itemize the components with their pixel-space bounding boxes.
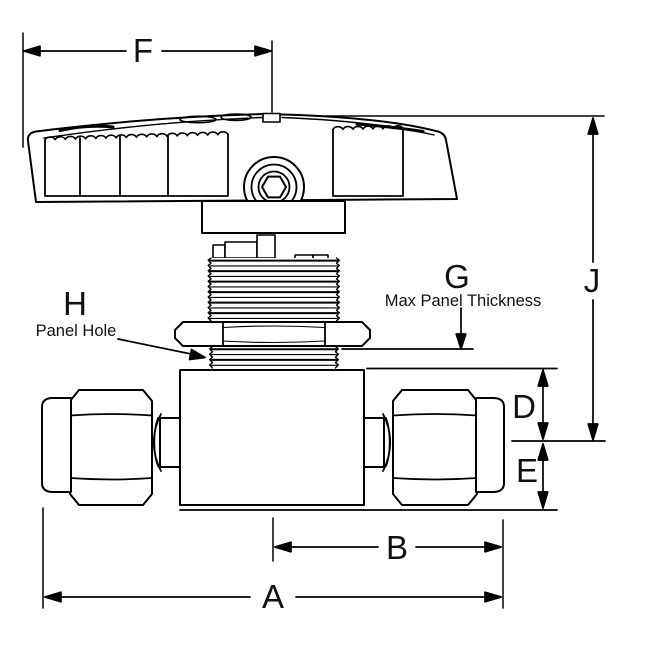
- handle-top-accent-right: [355, 122, 425, 133]
- dim-a-arrow-left: [44, 591, 62, 603]
- dim-b-arrow-right: [484, 541, 502, 553]
- right-fitting-nut: [392, 389, 478, 506]
- gland-step: [256, 234, 276, 259]
- left-fitting-tube: [159, 417, 181, 468]
- dim-d: [537, 369, 549, 440]
- dim-g-note: Max Panel Thickness: [385, 292, 542, 310]
- dim-b: [272, 517, 502, 562]
- dim-j-height: [324, 115, 605, 441]
- right-fitting-tube: [363, 417, 385, 468]
- left-fitting-nut: [69, 389, 153, 506]
- thread-crest-right: [335, 257, 340, 322]
- handle: [26, 112, 458, 203]
- dim-h-panel-hole: [117, 338, 206, 361]
- dim-g-max-panel-thickness: [455, 307, 467, 350]
- right-fitting-end-cap: [475, 397, 505, 493]
- panel-nut-faces: [222, 321, 326, 347]
- dim-g-arrow: [455, 333, 467, 350]
- packing-gland: [212, 234, 329, 261]
- gland-step: [212, 244, 226, 259]
- dim-f-width: [22, 32, 273, 148]
- dim-e-arrow-top: [537, 443, 549, 461]
- right-fitting-nut-faces: [392, 413, 478, 481]
- knurl-dividers: [79, 134, 169, 197]
- handle-knurl-left: [44, 131, 229, 197]
- gland-step: [224, 241, 258, 259]
- thread-crest-right: [334, 345, 339, 369]
- knurl-outline: [44, 133, 229, 197]
- dim-j-arrow-bottom: [587, 423, 599, 441]
- dim-h-arrow: [188, 348, 206, 361]
- dim-j-arrow-top: [587, 117, 599, 135]
- stem: [201, 200, 346, 234]
- dim-h-label: H: [63, 285, 87, 322]
- thread-crest-left: [207, 257, 212, 322]
- dim-e-arrow-bottom: [537, 491, 549, 509]
- thread-crest-left: [209, 345, 214, 369]
- stem-threads-lower: [209, 345, 339, 369]
- handle-top-accent-left: [58, 124, 115, 132]
- thread-field: [210, 346, 338, 368]
- screw-hex-socket: [261, 175, 287, 199]
- panel-nut-chamfer-curves: [222, 325, 326, 344]
- handle-top-notch: [262, 112, 281, 123]
- knurl-scallop-edge: [332, 125, 404, 131]
- dim-e: [537, 443, 549, 509]
- dim-b-label: B: [386, 529, 408, 566]
- handle-knurl-right: [332, 125, 404, 197]
- dim-f-extension-lines: [22, 32, 273, 148]
- dim-d-label: D: [512, 388, 536, 425]
- dim-d-arrow-bottom: [537, 422, 549, 440]
- left-fitting-nut-faces: [69, 413, 153, 481]
- left-fitting: [41, 389, 181, 506]
- dim-h-leader: [117, 338, 197, 356]
- valve-body: [179, 369, 365, 506]
- panel-nut: [174, 321, 371, 347]
- right-fitting: [363, 389, 505, 506]
- dim-d-arrow-top: [537, 369, 549, 387]
- dim-f-arrow-left: [23, 45, 41, 57]
- dim-a-arrow-right: [484, 591, 502, 603]
- dim-j-label: J: [584, 262, 601, 299]
- dim-f-arrow-right: [254, 45, 272, 57]
- dim-b-arrow-left: [274, 541, 292, 553]
- stem-threads-upper: [207, 257, 340, 322]
- knurl-outline: [332, 127, 404, 197]
- handle-top-oval: [179, 115, 217, 124]
- thread-field: [208, 258, 339, 321]
- dim-f-label: F: [133, 32, 153, 69]
- dim-a-label: A: [262, 578, 284, 615]
- knurl-scallop-edge: [44, 131, 229, 141]
- left-fitting-ferrule: [152, 413, 162, 472]
- dim-e-label: E: [516, 452, 538, 489]
- dim-h-note: Panel Hole: [36, 322, 117, 340]
- dim-a: [42, 507, 504, 609]
- left-fitting-end-cap: [41, 397, 72, 493]
- handle-top-oval: [220, 113, 252, 122]
- dim-g-label: G: [444, 258, 470, 295]
- right-fitting-ferrule: [382, 413, 392, 472]
